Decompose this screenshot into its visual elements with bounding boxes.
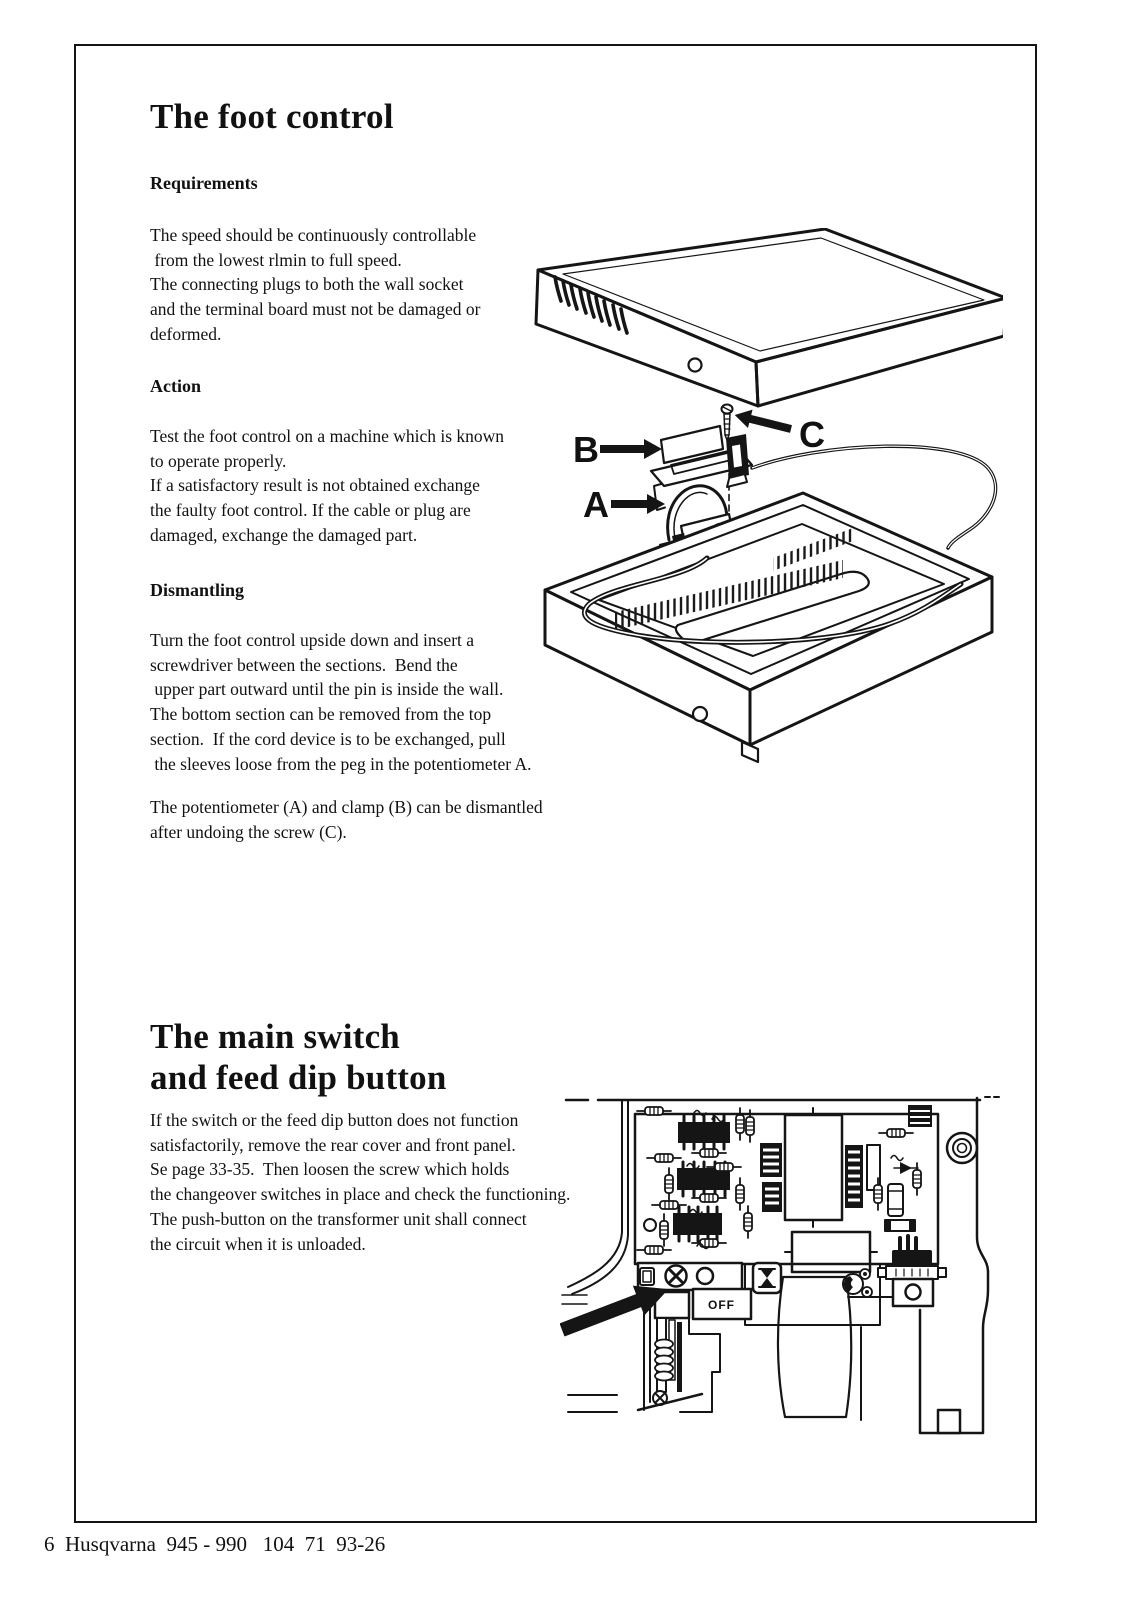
text-line: the changeover switches in place and che… — [150, 1184, 571, 1205]
text-line: The potentiometer (A) and clamp (B) can … — [150, 797, 543, 817]
paragraph-action: Test the foot control on a machine which… — [150, 424, 504, 548]
text-line: and the terminal board must not be damag… — [150, 299, 481, 320]
ic-chips — [673, 1114, 730, 1243]
paragraph-dismantling-note: The potentiometer (A) and clamp (B) can … — [150, 795, 543, 844]
text-line: If a satisfactory result is not obtained… — [150, 475, 480, 496]
cord-hole — [687, 357, 703, 373]
text-line: damaged, exchange the damaged part. — [150, 524, 418, 545]
label-c: C — [799, 414, 825, 455]
arrow-b — [600, 439, 662, 459]
off-button-label: OFF — [708, 1298, 735, 1312]
off-button — [691, 1287, 753, 1321]
tray-hole — [691, 705, 709, 723]
pedal-bottom-tray-drawing — [543, 491, 994, 764]
label-a: A — [583, 484, 609, 525]
paragraph-main-switch: If the switch or the feed dip button doe… — [150, 1108, 570, 1256]
board-hole — [643, 1218, 657, 1232]
text-line: to operate properly. — [150, 450, 287, 471]
text-line: deformed. — [150, 323, 222, 344]
text-line: section. If the cord device is to be exc… — [150, 728, 506, 749]
text-line: The speed should be continuously control… — [150, 225, 477, 245]
pointer-arrow — [560, 1285, 669, 1337]
text-line: Test the foot control on a machine which… — [150, 426, 505, 446]
cord-loop-drawing — [750, 444, 998, 550]
paragraph-requirements: The speed should be continuously control… — [150, 223, 480, 347]
label-b: B — [573, 429, 599, 470]
ribbon-cable — [776, 1275, 853, 1419]
connector-blocks — [760, 1143, 881, 1212]
resistor-fins — [773, 528, 853, 571]
page-frame — [74, 44, 1037, 1523]
text-line: The bottom section can be removed from t… — [150, 704, 492, 725]
pedal-top-cover-drawing — [534, 228, 1003, 408]
paragraph-dismantling: Turn the foot control upside down and in… — [150, 628, 532, 776]
clamp-b-drawing — [649, 424, 754, 488]
heading-action: Action — [150, 376, 201, 396]
figure-main-switch-board: OFF — [560, 1096, 1001, 1435]
screw-terminal — [842, 1234, 947, 1308]
circuit-board-drawing: OFF — [633, 1105, 979, 1421]
title-line: and feed dip button — [150, 1058, 447, 1097]
text-line: after undoing the screw (C). — [150, 821, 347, 842]
text-line: satisfactorily, remove the rear cover an… — [150, 1134, 516, 1155]
section-title-main-switch: The main switch and feed dip button — [150, 1016, 447, 1098]
heading-requirements: Requirements — [150, 173, 258, 193]
figure-foot-control-exploded: C B A — [534, 228, 1003, 764]
text-line: If the switch or the feed dip button doe… — [150, 1110, 519, 1130]
transformer-symbol — [751, 1261, 783, 1295]
page-footer: 6 Husqvarna 945 - 990 104 71 93-26 — [44, 1532, 386, 1556]
arrow-c — [734, 409, 792, 433]
arrow-a — [611, 494, 665, 514]
resistor-fins — [615, 560, 843, 630]
text-line: the circuit when it is unloaded. — [150, 1233, 366, 1254]
spring — [654, 1338, 674, 1382]
text-line: from the lowest rlmin to full speed. — [150, 249, 402, 270]
text-line: the sleeves loose from the peg in the po… — [150, 753, 532, 774]
vent-slots — [553, 275, 629, 335]
relay-boxes — [783, 1107, 878, 1274]
section-title-foot-control: The foot control — [150, 97, 394, 136]
heading-dismantling: Dismantling — [150, 580, 245, 600]
right-components — [873, 1105, 979, 1232]
machine-housing-outline — [561, 1096, 1001, 1435]
text-line: screwdriver between the sections. Bend t… — [150, 654, 458, 675]
title-line: The main switch — [150, 1017, 400, 1056]
text-line: upper part outward until the pin is insi… — [150, 679, 504, 700]
text-line: The push-button on the transformer unit … — [150, 1208, 527, 1229]
text-line: the faulty foot control. If the cable or… — [150, 500, 471, 521]
text-line: Turn the foot control upside down and in… — [150, 630, 475, 650]
text-line: The connecting plugs to both the wall so… — [150, 274, 464, 295]
main-switch-assembly: OFF — [636, 1261, 753, 1413]
text-line: Se page 33-35. Then loosen the screw whi… — [150, 1159, 510, 1180]
